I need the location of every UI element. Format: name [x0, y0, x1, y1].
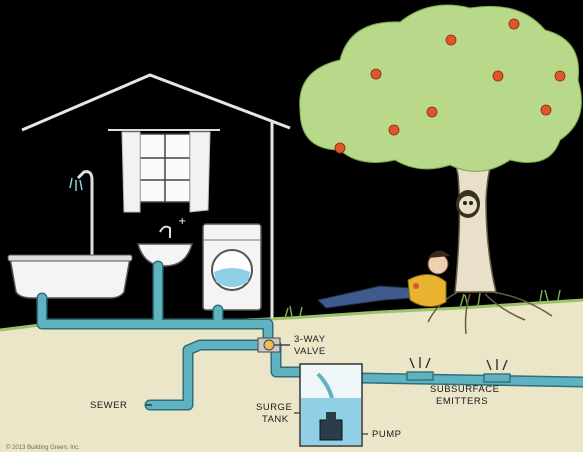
- arrow-icon: [146, 357, 511, 406]
- valve-label-line1: 3-WAY: [294, 334, 326, 345]
- emitters-label-line2: EMITTERS: [436, 396, 488, 407]
- valve-icon: [257, 337, 290, 353]
- surge-label-line1: SURGE: [256, 402, 292, 413]
- valve-label: 3-WAY VALVE: [294, 334, 326, 357]
- valve-label-line2: VALVE: [294, 346, 326, 357]
- owl-icon: [456, 190, 480, 218]
- pipes: [36, 260, 583, 411]
- person-icon: [317, 250, 450, 309]
- emitters-label-line1: SUBSURFACE: [430, 384, 499, 395]
- sewer-label: SEWER: [90, 400, 127, 411]
- shower-icon: [69, 170, 94, 262]
- surge-tank-label: SURGE TANK: [256, 402, 292, 425]
- pump-label: PUMP: [372, 429, 401, 440]
- washing-machine-icon: [202, 223, 262, 311]
- emitters-label: SUBSURFACE EMITTERS: [430, 384, 499, 407]
- svg-text:+: +: [178, 216, 186, 227]
- sink-icon: +: [137, 216, 193, 267]
- bathtub-icon: [7, 254, 133, 299]
- copyright-text: © 2013 Building Green, Inc.: [6, 444, 80, 451]
- pump-icon: [319, 412, 343, 441]
- grass: [284, 289, 561, 319]
- surge-label-line2: TANK: [262, 414, 289, 425]
- house-outline: [21, 73, 291, 318]
- apple-icon: [334, 18, 566, 154]
- window-icon: [108, 129, 220, 213]
